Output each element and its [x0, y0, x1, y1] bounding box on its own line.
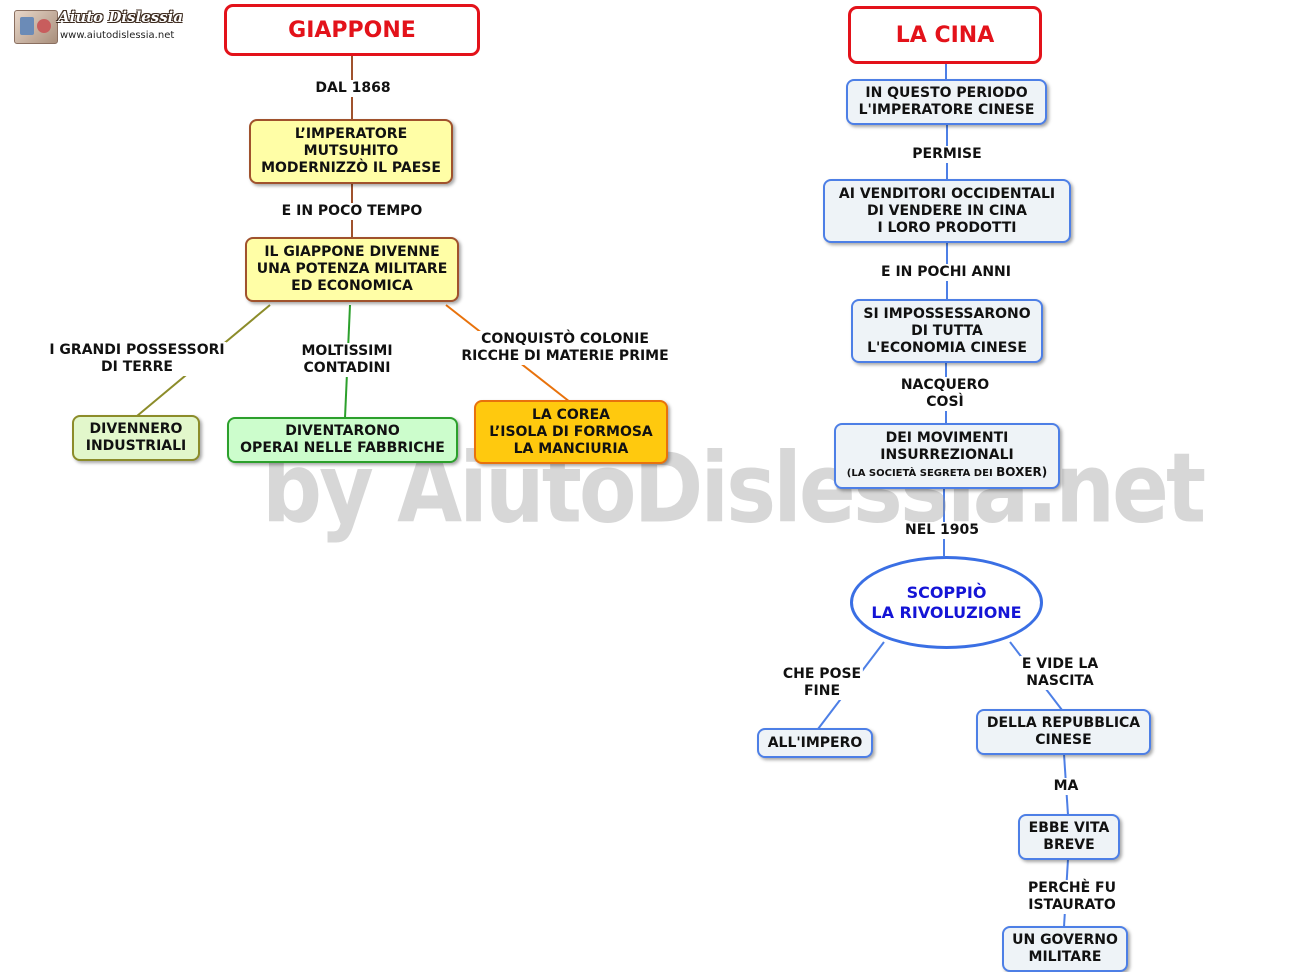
- title-giappone: GIAPPONE: [224, 4, 480, 56]
- label-dal-1868: DAL 1868: [313, 80, 393, 97]
- node-short-life[interactable]: EBBE VITA BREVE: [1018, 814, 1120, 860]
- node-industrials[interactable]: DIVENNERO INDUSTRIALI: [72, 415, 200, 461]
- site-logo[interactable]: Aiuto Dislessia www.aiutodislessia.net: [14, 8, 183, 46]
- node-republic[interactable]: DELLA REPUBBLICA CINESE: [976, 709, 1151, 755]
- label-vide-nascita: E VIDE LA NASCITA: [1019, 656, 1101, 690]
- boxer-note-small: (LA SOCIETÀ SEGRETA DEI: [846, 468, 997, 479]
- node-western-sellers[interactable]: AI VENDITORI OCCIDENTALI DI VENDERE IN C…: [823, 179, 1071, 243]
- node-colonies[interactable]: LA COREA L’ISOLA DI FORMOSA LA MANCIURIA: [474, 400, 668, 464]
- movements-text: DEI MOVIMENTI INSURREZIONALI: [880, 430, 1014, 463]
- label-pose-fine: CHE POSE FINE: [780, 666, 864, 700]
- node-factory-workers[interactable]: DIVENTARONO OPERAI NELLE FABBRICHE: [227, 417, 458, 463]
- label-perche-istaurato: PERCHÈ FU ISTAURATO: [1026, 880, 1118, 914]
- node-japan-power[interactable]: IL GIAPPONE DIVENNE UNA POTENZA MILITARE…: [245, 237, 459, 302]
- logo-url: www.aiutodislessia.net: [60, 30, 175, 41]
- label-ma: MA: [1051, 778, 1081, 795]
- logo-image: [14, 10, 58, 44]
- node-insurrection-movements[interactable]: DEI MOVIMENTI INSURREZIONALI (LA SOCIETÀ…: [834, 423, 1060, 489]
- node-revolution[interactable]: SCOPPIÒ LA RIVOLUZIONE: [850, 556, 1043, 649]
- node-emperor-period[interactable]: IN QUESTO PERIODO L'IMPERATORE CINESE: [846, 79, 1047, 125]
- node-seized-economy[interactable]: SI IMPOSSESSARONO DI TUTTA L'ECONOMIA CI…: [851, 299, 1043, 363]
- boxer-word: BOXER): [996, 465, 1048, 479]
- title-cina: LA CINA: [848, 6, 1042, 64]
- label-pochi-anni: E IN POCHI ANNI: [879, 264, 1013, 281]
- label-nacquero: NACQUERO COSÌ: [898, 377, 992, 411]
- label-in-poco-tempo: E IN POCO TEMPO: [279, 203, 425, 220]
- label-landowners: I GRANDI POSSESSORI DI TERRE: [47, 342, 227, 376]
- node-military-government[interactable]: UN GOVERNO MILITARE: [1002, 926, 1128, 972]
- label-nel-1905: NEL 1905: [902, 522, 982, 539]
- label-conquered-colonies: CONQUISTÒ COLONIE RICCHE DI MATERIE PRIM…: [459, 331, 671, 365]
- logo-title: Aiuto Dislessia: [58, 8, 184, 26]
- node-emperor-mutsuhito[interactable]: L’IMPERATORE MUTSUHITO MODERNIZZÒ IL PAE…: [249, 119, 453, 184]
- label-permise: PERMISE: [910, 146, 984, 163]
- boxer-note: (LA SOCIETÀ SEGRETA DEI BOXER): [847, 464, 1048, 482]
- node-empire[interactable]: ALL'IMPERO: [757, 728, 873, 758]
- label-peasants: MOLTISSIMI CONTADINI: [299, 343, 395, 377]
